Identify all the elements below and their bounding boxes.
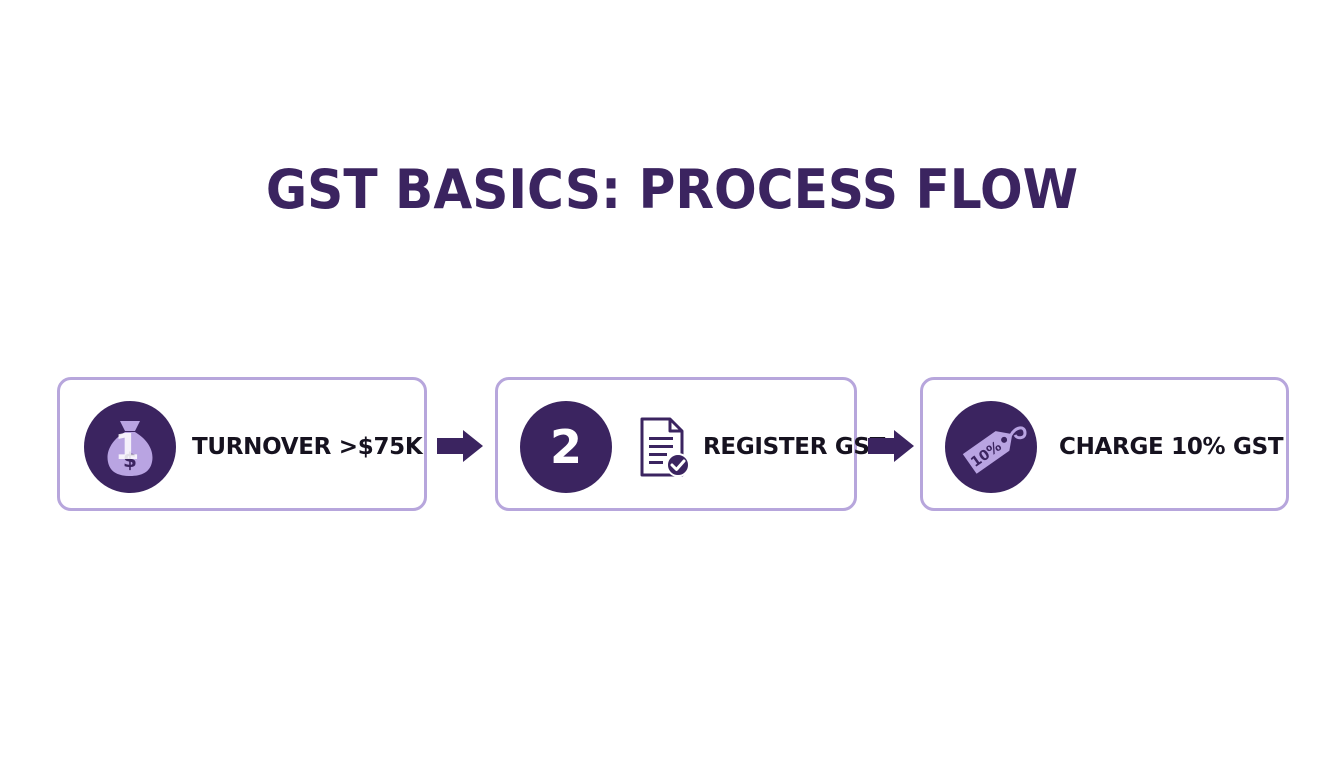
step-2-circle: 2 — [520, 401, 612, 493]
step-3-box: 10% 3 CHARGE 10% GST — [920, 377, 1289, 511]
step-1-box: $ 1 TURNOVER >$75K — [57, 377, 427, 511]
step-2-number: 2 — [550, 420, 582, 474]
step-1-icon-text: $ — [123, 448, 137, 472]
page-title: GST BASICS: PROCESS FLOW — [265, 158, 1079, 221]
arrow-right-icon — [868, 430, 914, 462]
step-3-circle: 10% 3 — [945, 401, 1037, 493]
document-check-icon — [640, 417, 690, 477]
step-3-label: CHARGE 10% GST — [1059, 434, 1284, 460]
step-1-circle: $ 1 — [84, 401, 176, 493]
price-tag-icon: 10% 3 — [962, 426, 1027, 474]
step-1-label: TURNOVER >$75K — [192, 434, 423, 460]
step-2-label: REGISTER GST — [703, 434, 886, 460]
money-bag-icon: $ 1 — [107, 421, 153, 476]
step-2-box: 2 REGISTER GST — [495, 377, 885, 511]
arrow-right-icon — [437, 430, 483, 462]
step-1-number: 1 — [114, 427, 139, 468]
